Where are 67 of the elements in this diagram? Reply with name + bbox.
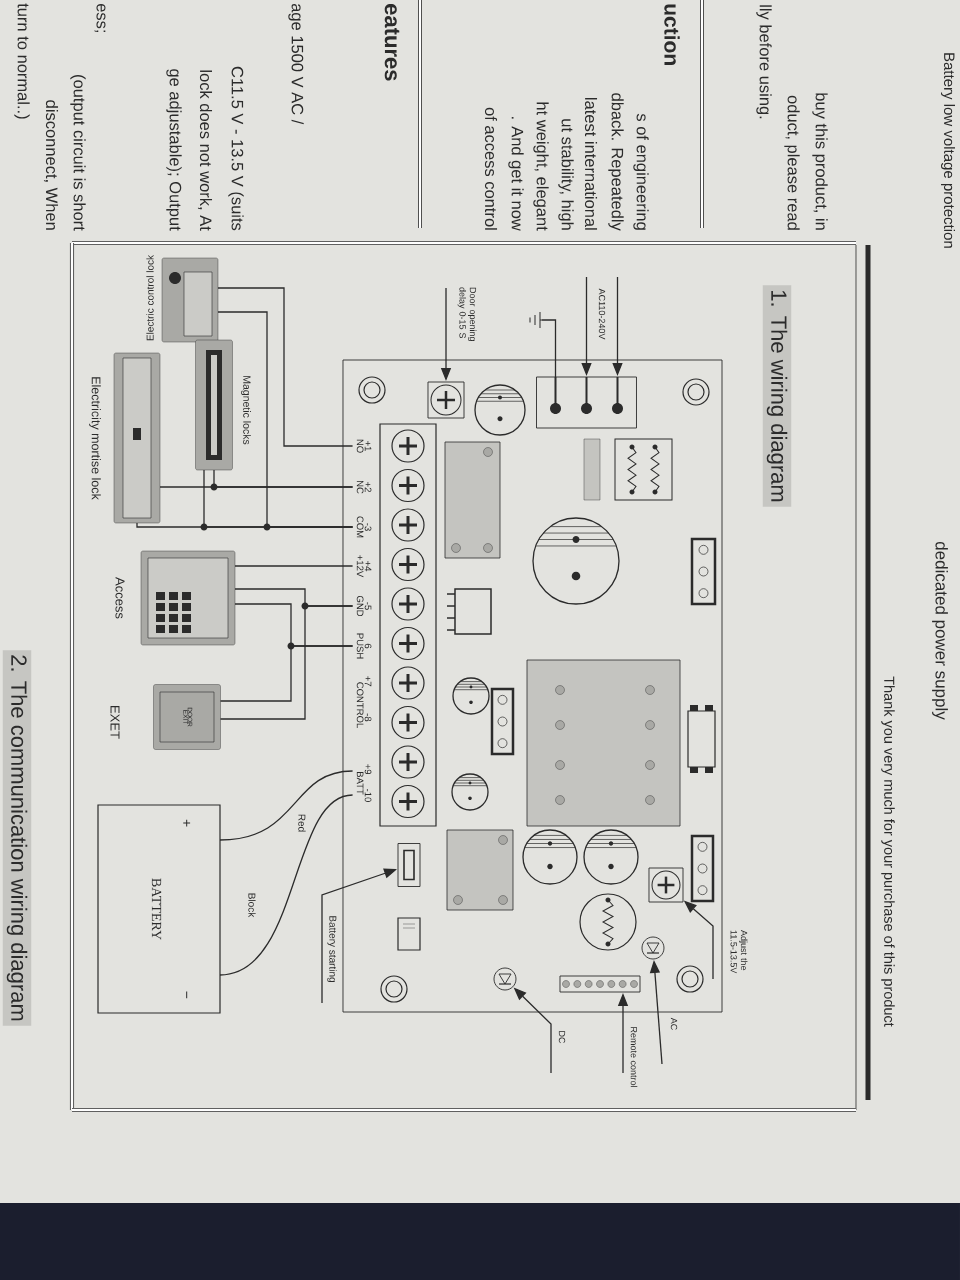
terminal-label: +4 +12V [356, 555, 372, 578]
text-line: . And get it now [508, 117, 524, 231]
text-line: age 1500 V AC / [288, 3, 304, 125]
text-line: ht weight, elegant [533, 102, 549, 231]
magnetic-lock-picture [195, 339, 233, 471]
wire [159, 486, 354, 488]
text-line: turn to normal..) [14, 3, 30, 119]
arrow-label: Battery starting [326, 914, 338, 984]
led [641, 936, 665, 960]
arrow-label: DC [557, 1029, 567, 1045]
text-line: ess; [94, 3, 106, 32]
text-line: lly before using. [756, 5, 772, 119]
wire [219, 645, 354, 702]
wire [234, 565, 354, 567]
ground-symbol [529, 311, 543, 329]
text-line: buy this product, in [812, 93, 828, 230]
connector-strip [559, 975, 641, 993]
wire [136, 522, 354, 528]
arrow-label: Remote control [629, 1025, 639, 1089]
wire [219, 794, 354, 976]
text-line: (output circuit is short [70, 75, 86, 231]
potentiometer [648, 867, 684, 903]
battery: + − BATTERY [97, 804, 221, 1014]
wire-label: Block [247, 891, 257, 919]
arrow-label: AC110-240V [597, 287, 607, 341]
text-line: C11.5 V - 13.5 V (suits [228, 66, 244, 231]
text-line: ge adjustable); Output [166, 69, 182, 231]
led [493, 967, 517, 991]
text-line: latest international [584, 98, 598, 230]
terminal-label: +9 -10 BATT [356, 764, 372, 802]
mortise-lock-picture [113, 352, 161, 524]
wire [219, 605, 354, 720]
switch [397, 843, 421, 887]
device-caption: Electric control lock [146, 254, 154, 341]
arrow-label: AC [669, 1016, 679, 1032]
wire [217, 287, 354, 447]
page-heading: dedicated power supply [932, 541, 948, 720]
electric-lock-picture [161, 257, 219, 343]
page-heading: Battery low voltage protection [941, 53, 955, 248]
arrow-label: Door opening delay 0-15 S [456, 286, 478, 358]
text-line: lock does not work, At [197, 70, 213, 231]
device-caption: Magnetic locks [241, 376, 251, 445]
wire [541, 319, 557, 378]
terminal-label: -3 COM [356, 516, 372, 538]
thank-you-note: Thank you very much for your purchase of this product [881, 676, 895, 1027]
terminal-label: +1 NO [356, 439, 372, 453]
potentiometer [427, 381, 465, 419]
wire [219, 770, 354, 841]
section-heading: eatures [384, 4, 400, 81]
text-line: oduct, please read [784, 95, 800, 230]
section-heading: uction [664, 4, 680, 65]
text-line: s of engineering [633, 113, 649, 230]
terminal-label: -5 GND [356, 595, 372, 617]
text-line: of access control [484, 107, 498, 230]
text-line: dback. Repeatedly [608, 93, 624, 231]
device-caption: EXET [110, 706, 120, 739]
terminal-label: 6 PUSH [356, 633, 372, 659]
keypad-picture [140, 550, 236, 646]
terminal-label: +2 NC [356, 480, 372, 494]
ac-input-terminal [536, 376, 637, 429]
text-line: ut stability, high [558, 119, 574, 230]
device-caption: Electricity mortise lock [89, 377, 101, 500]
section-heading: 2. The communication wiring diagram [2, 650, 32, 1026]
wire-label: Red [297, 812, 307, 834]
device-caption: Access [115, 577, 125, 619]
section-heading: 1. The wiring diagram [762, 285, 792, 507]
text-line: disconnect, When [43, 100, 59, 230]
